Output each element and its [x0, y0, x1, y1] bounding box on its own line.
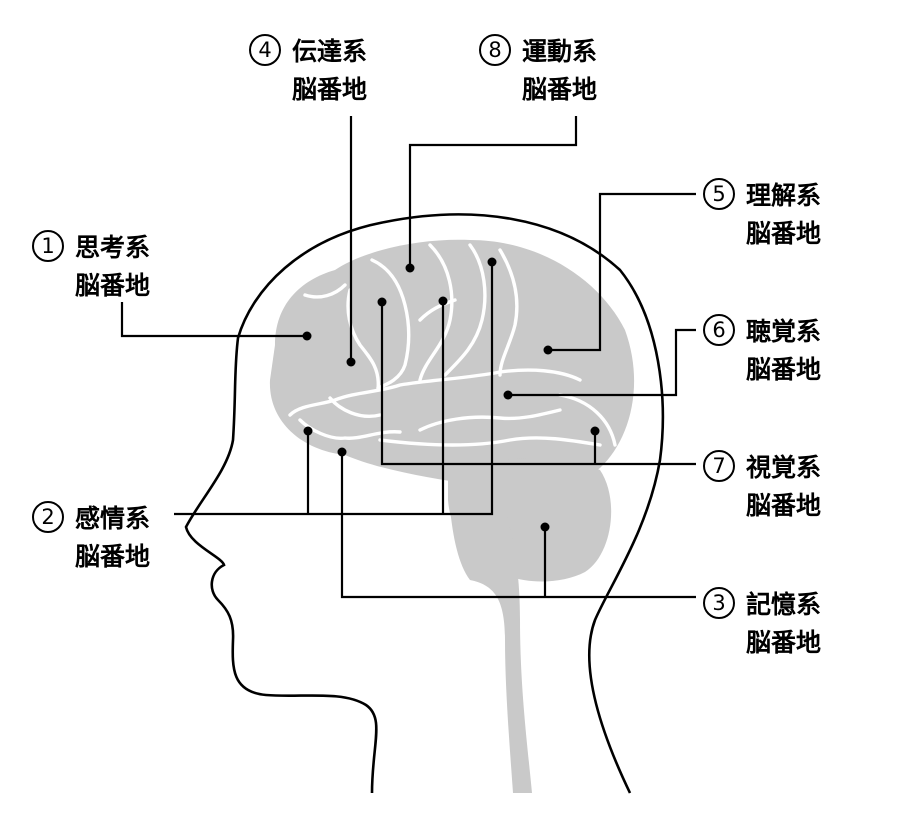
- leader-lines: [120, 116, 696, 599]
- number-7: 7: [712, 454, 725, 478]
- label-transmission: 4 伝達系 脳番地: [249, 34, 367, 104]
- number-8: 8: [488, 38, 501, 62]
- label-understanding: 5 理解系 脳番地: [703, 178, 821, 248]
- head-silhouette: [184, 213, 665, 794]
- label-motor: 8 運動系 脳番地: [479, 34, 597, 104]
- label-2-line1: 感情系: [75, 504, 150, 533]
- number-badge-6: [703, 314, 735, 346]
- label-7-line1: 視覚系: [746, 453, 821, 482]
- marker-dots: [302, 257, 600, 532]
- number-badge-7: [703, 450, 735, 482]
- label-4-line2: 脳番地: [292, 75, 367, 104]
- number-badge-4: [249, 34, 281, 66]
- label-thinking: 1 思考系 脳番地: [32, 230, 150, 300]
- brainstem: [448, 480, 532, 793]
- number-3: 3: [712, 591, 725, 615]
- label-2-line2: 脳番地: [75, 542, 150, 571]
- label-memory: 3 記憶系 脳番地: [703, 587, 821, 657]
- number-badge-3: [703, 587, 735, 619]
- label-visual: 7 視覚系 脳番地: [703, 450, 821, 520]
- number-2: 2: [41, 505, 54, 529]
- number-1: 1: [41, 234, 54, 258]
- label-8-line2: 脳番地: [522, 75, 597, 104]
- number-6: 6: [712, 318, 725, 342]
- label-5-line2: 脳番地: [746, 219, 821, 248]
- label-6-line2: 脳番地: [746, 355, 821, 384]
- number-badge-2: [32, 501, 64, 533]
- label-4-line1: 伝達系: [292, 37, 367, 66]
- label-7-line2: 脳番地: [746, 491, 821, 520]
- number-5: 5: [712, 182, 725, 206]
- label-hearing: 6 聴覚系 脳番地: [703, 314, 821, 384]
- label-1-line1: 思考系: [75, 233, 150, 262]
- label-5-line1: 理解系: [746, 181, 821, 210]
- number-badge-1: [32, 230, 64, 262]
- label-3-line1: 記憶系: [746, 590, 821, 619]
- number-4: 4: [258, 38, 271, 62]
- label-1-line2: 脳番地: [75, 271, 150, 300]
- label-emotion: 2 感情系 脳番地: [32, 501, 150, 571]
- number-badge-8: [479, 34, 511, 66]
- number-badge-5: [703, 178, 735, 210]
- label-8-line1: 運動系: [522, 37, 597, 66]
- cerebrum: [269, 239, 635, 490]
- label-3-line2: 脳番地: [746, 628, 821, 657]
- label-6-line1: 聴覚系: [746, 317, 821, 346]
